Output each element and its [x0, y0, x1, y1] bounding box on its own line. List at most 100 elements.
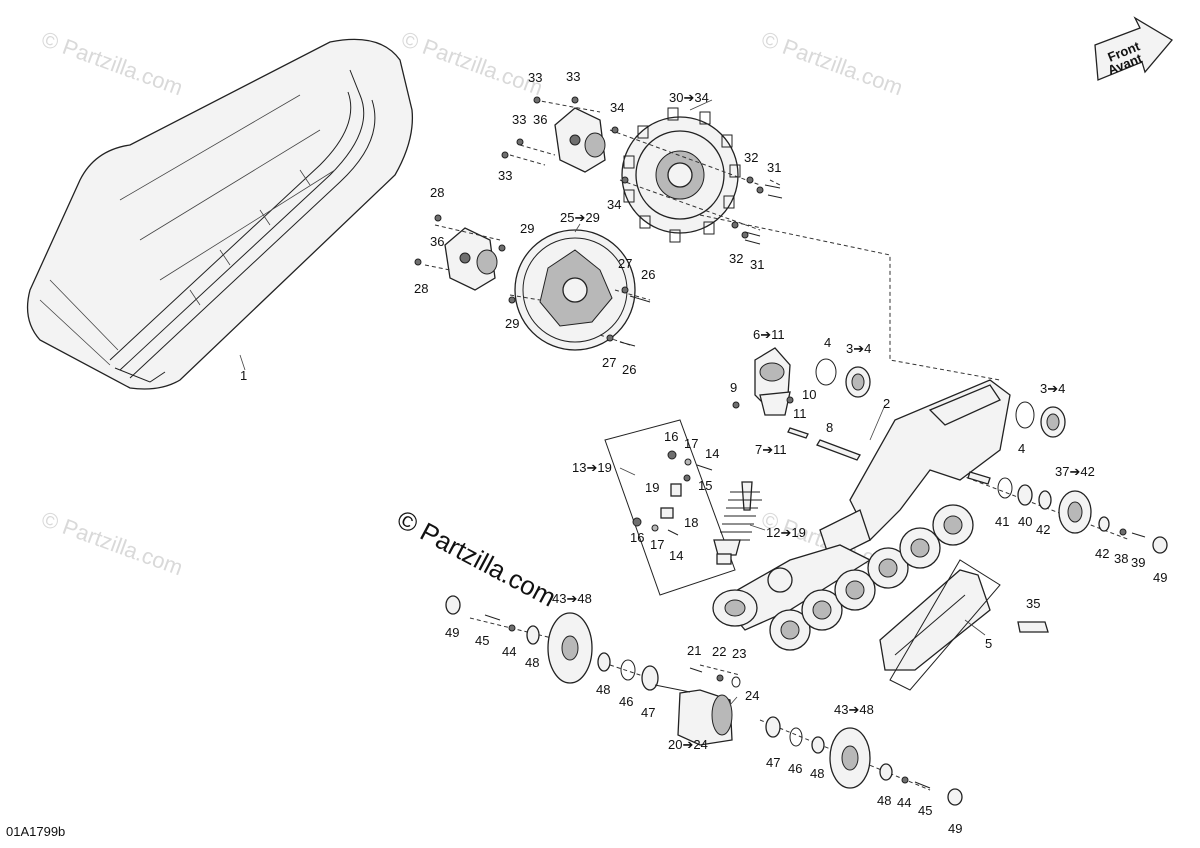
diagram-code: 01A1799b: [6, 824, 65, 839]
callout-26: 26: [641, 267, 655, 282]
hub-upper: [554, 107, 606, 173]
callout-11: 11: [793, 406, 807, 421]
callout-31: 31: [767, 160, 781, 175]
callout-16: 16: [630, 530, 644, 545]
callout-34: 34: [610, 100, 624, 115]
callout-33: 33: [498, 168, 512, 183]
shock-kit-box: [604, 419, 736, 596]
callout-17: 17: [650, 537, 664, 552]
callout-3: 3➔4: [1040, 381, 1065, 396]
callout-14: 14: [705, 446, 719, 461]
callout-27: 27: [602, 355, 616, 370]
callout-46: 46: [619, 694, 633, 709]
callout-19: 19: [645, 480, 659, 495]
callout-6: 6➔11: [753, 327, 785, 342]
callout-49: 49: [1153, 570, 1167, 585]
callout-36: 36: [430, 234, 444, 249]
watermark: © Partzilla.com: [398, 26, 546, 100]
callout-2: 2: [883, 396, 890, 411]
callout-28: 28: [414, 281, 428, 296]
callout-30: 30➔34: [669, 90, 709, 105]
callout-23: 23: [732, 646, 746, 661]
axle-spacer: [654, 667, 741, 746]
callout-4: 4: [824, 335, 831, 350]
callout-42: 42: [1095, 546, 1109, 561]
callout-38: 38: [1114, 551, 1128, 566]
callout-10: 10: [802, 387, 816, 402]
callout-26: 26: [622, 362, 636, 377]
callout-43: 43➔48: [552, 591, 592, 606]
callout-35: 35: [1026, 596, 1040, 611]
callout-14: 14: [669, 548, 683, 563]
callout-18: 18: [684, 515, 698, 530]
callout-5: 5: [985, 636, 992, 651]
callout-31: 31: [750, 257, 764, 272]
callout-32: 32: [729, 251, 743, 266]
watermark: © Partzilla.com: [38, 26, 186, 100]
callout-49: 49: [948, 821, 962, 836]
leader-lines: [239, 99, 986, 706]
callout-21: 21: [687, 643, 701, 658]
callout-16: 16: [664, 429, 678, 444]
idler-wheels: [767, 504, 974, 651]
callout-48: 48: [877, 793, 891, 808]
callout-41: 41: [995, 514, 1009, 529]
hub-lower: [444, 227, 498, 291]
callout-3: 3➔4: [846, 341, 871, 356]
callout-25: 25➔29: [560, 210, 600, 225]
callout-48: 48: [596, 682, 610, 697]
callout-36: 36: [533, 112, 547, 127]
slide-guard: [879, 559, 1001, 691]
callout-9: 9: [730, 380, 737, 395]
bearing: [1040, 406, 1066, 438]
decal: [1017, 621, 1049, 633]
callout-7: 7➔11: [755, 442, 787, 457]
callout-37: 37➔42: [1055, 464, 1095, 479]
callout-43: 43➔48: [834, 702, 874, 717]
callout-1: 1: [240, 368, 247, 383]
suspension-frame: [712, 379, 1011, 631]
callout-13: 13➔19: [572, 460, 612, 475]
callout-32: 32: [744, 150, 758, 165]
callout-47: 47: [766, 755, 780, 770]
shaft: [816, 439, 861, 461]
axle-right: [967, 471, 1168, 554]
wheel-right: [765, 716, 963, 806]
callout-labels: 1 2 3➔4 3➔4 4 4 5 6➔11 7➔11 8 9 10 11 12…: [240, 69, 1167, 836]
callout-8: 8: [826, 420, 833, 435]
watermark: © Partzilla.com: [758, 26, 906, 100]
callout-15: 15: [698, 478, 712, 493]
callout-29: 29: [505, 316, 519, 331]
callout-46: 46: [788, 761, 802, 776]
callout-33: 33: [512, 112, 526, 127]
callout-40: 40: [1018, 514, 1032, 529]
watermark-center: © Partzilla.com: [392, 504, 561, 613]
callout-39: 39: [1131, 555, 1145, 570]
callout-33: 33: [566, 69, 580, 84]
callout-20: 20➔24: [668, 737, 708, 752]
callout-49: 49: [445, 625, 459, 640]
fasteners: [414, 96, 764, 342]
drive-sprocket-lower: [514, 229, 636, 351]
callout-24: 24: [745, 688, 759, 703]
retaining-ring: [1015, 401, 1035, 429]
callout-29: 29: [520, 221, 534, 236]
shock-absorber: [713, 481, 762, 565]
wheel-left: [445, 595, 659, 691]
callout-44: 44: [897, 795, 911, 810]
callout-47: 47: [641, 705, 655, 720]
callout-42: 42: [1036, 522, 1050, 537]
callout-34: 34: [607, 197, 621, 212]
callout-33: 33: [528, 70, 542, 85]
callout-17: 17: [684, 436, 698, 451]
callout-28: 28: [430, 185, 444, 200]
retaining-ring: [815, 358, 837, 386]
bolts: [619, 184, 783, 347]
pin: [787, 427, 809, 439]
callout-48: 48: [525, 655, 539, 670]
callout-12: 12➔19: [766, 525, 806, 540]
callout-44: 44: [502, 644, 516, 659]
bearing: [845, 366, 871, 398]
callout-4: 4: [1018, 441, 1025, 456]
